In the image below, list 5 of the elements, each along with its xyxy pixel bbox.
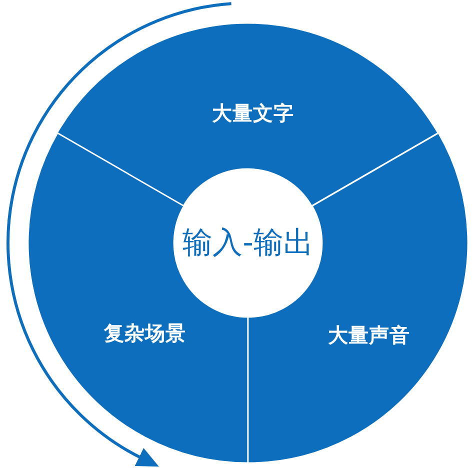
center-label: 输入-输出	[182, 226, 314, 260]
sector-label: 大量声音	[328, 324, 410, 346]
sector-label: 大量文字	[212, 102, 294, 124]
circle-sector	[57, 23, 439, 206]
sector-label: 复杂场景	[104, 322, 186, 344]
